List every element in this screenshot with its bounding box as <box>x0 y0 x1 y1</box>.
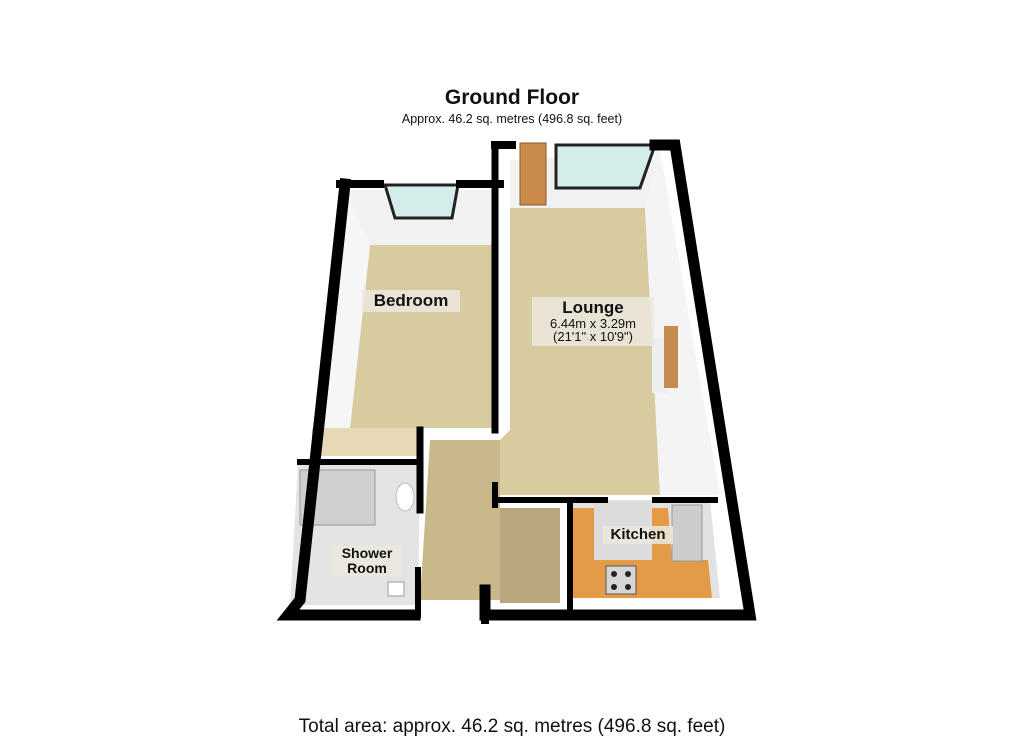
room-name: Bedroom <box>373 291 449 310</box>
front-door <box>519 142 547 206</box>
hob-burner <box>611 571 617 577</box>
kitchen-hob <box>605 565 637 595</box>
bedroom-left-wall-face <box>318 190 370 428</box>
shower-room-sink <box>387 581 405 597</box>
bedroom-wardrobe <box>312 428 417 456</box>
lounge-cabinet <box>664 326 678 388</box>
room-dimensions-metric: 6.44m x 3.29m <box>550 315 636 331</box>
floor-title: Ground Floor <box>444 86 580 109</box>
room-label-kitchen: Kitchen <box>603 526 673 544</box>
toilet <box>395 482 415 512</box>
hall-floor <box>420 440 500 600</box>
lounge-window <box>554 143 658 190</box>
room-name: Kitchen <box>610 526 666 543</box>
bedroom-window <box>382 183 460 220</box>
room-label-shower-room: Shower Room <box>332 545 402 577</box>
bedroom-floor <box>350 245 495 428</box>
hob-burner <box>611 584 617 590</box>
total-area: Total area: approx. 46.2 sq. metres (496… <box>298 716 726 737</box>
floor-area-subtitle: Approx. 46.2 sq. metres (496.8 sq. feet) <box>401 112 623 126</box>
hob-burner <box>625 571 631 577</box>
hob-burner <box>625 584 631 590</box>
room-name: Shower Room <box>341 545 393 576</box>
room-dimensions-imperial: (21'1" x 10'9") <box>553 329 633 345</box>
walls <box>276 139 757 624</box>
room-label-bedroom: Bedroom <box>362 290 460 312</box>
room-label-lounge: Lounge 6.44m x 3.29m (21'1" x 10'9") <box>532 297 654 347</box>
cupboard-floor <box>500 508 560 603</box>
kitchen-sink <box>671 504 703 562</box>
lounge-right-wall-face <box>645 150 720 495</box>
room-name: Lounge <box>562 298 624 317</box>
lounge-floor <box>500 208 660 495</box>
